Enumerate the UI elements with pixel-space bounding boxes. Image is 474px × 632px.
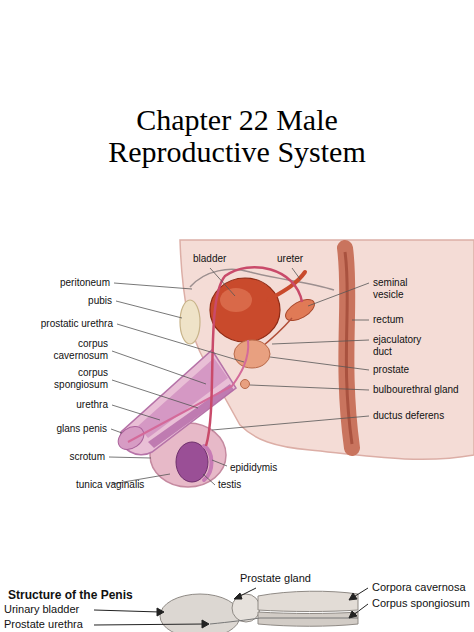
figure-label: Prostate gland: [240, 572, 311, 585]
bladder-sketch: [160, 594, 240, 632]
leader-line: [114, 283, 192, 289]
leader-line: [117, 324, 244, 362]
pointer-arrows: [94, 588, 368, 628]
figure-label: Urinary bladder: [4, 603, 79, 616]
arrow-head: [234, 593, 242, 599]
part-label: ureter: [277, 253, 303, 265]
corpus-spongiosum-sketch: [258, 612, 358, 626]
part-label: testis: [218, 479, 241, 491]
part-label: ejaculatory duct: [373, 334, 431, 357]
figure-label: Corpora cavernosa: [372, 581, 466, 594]
figure-label: Structure of the Penis: [8, 589, 133, 603]
leader-line: [212, 460, 227, 466]
seminal-vesicle-shape: [282, 295, 318, 325]
part-label: epididymis: [230, 462, 277, 474]
ductus-deferens-line: [206, 267, 302, 446]
rectum-lumen: [345, 252, 352, 444]
bladder-highlight: [220, 288, 252, 312]
leader-line: [210, 268, 235, 296]
pointer-line: [94, 610, 160, 612]
part-label: ductus deferens: [373, 410, 444, 422]
part-label: pubis: [88, 295, 112, 307]
leader-line: [112, 405, 160, 420]
prostate-shape: [234, 340, 270, 368]
part-label: tunica vaginalis: [76, 479, 144, 491]
leader-line: [111, 429, 122, 433]
part-label: prostatic urethra: [41, 318, 113, 330]
arrow-head: [349, 611, 357, 618]
bulbourethral-gland-shape: [241, 380, 250, 389]
testis-shape: [176, 442, 208, 482]
leader-line: [352, 320, 369, 321]
arrow-head: [349, 593, 357, 600]
part-label: corpus cavernosum: [48, 338, 108, 361]
part-label: scrotum: [69, 451, 105, 463]
leader-line: [116, 301, 182, 318]
part-label: seminal vesicle: [373, 277, 427, 300]
part-label: glans penis: [56, 423, 107, 435]
leader-line: [308, 283, 369, 306]
part-label: bulbourethral gland: [373, 384, 459, 396]
leader-line: [270, 357, 369, 370]
part-label: peritoneum: [60, 277, 110, 289]
penis-structure-illustration: [160, 591, 358, 632]
slide-title: Chapter 22 Male Reproductive System: [87, 104, 387, 168]
part-label: corpus spongiosum: [48, 367, 108, 390]
leader-line: [112, 351, 206, 384]
leader-line: [272, 340, 369, 344]
leader-line: [212, 416, 369, 430]
leader-line: [109, 457, 151, 458]
prostate-sketch: [232, 594, 260, 622]
leader-line: [292, 268, 300, 279]
figure-label: Prostate urethra: [4, 618, 83, 631]
leader-line: [250, 385, 369, 390]
epididymis-shape: [204, 446, 212, 480]
leader-line: [203, 474, 215, 485]
part-label: bladder: [193, 253, 226, 265]
leader-lines: [109, 268, 369, 485]
figure-label: Corpus spongiosum: [372, 597, 470, 610]
corpus-spongiosum-band: [148, 384, 234, 448]
glans-shape: [114, 422, 148, 454]
urethra-sketch: [210, 618, 358, 624]
leader-line: [112, 380, 198, 408]
pointer-line: [94, 624, 205, 625]
part-label: rectum: [373, 314, 404, 326]
body-outline: [180, 240, 474, 459]
part-label: prostate: [373, 364, 409, 376]
pubis-bone: [180, 300, 200, 344]
corpora-cavernosa-sketch: [258, 591, 358, 611]
arrow-head: [157, 608, 164, 616]
part-label: urethra: [76, 399, 108, 411]
arrow-head: [202, 620, 209, 628]
sagittal-section: [114, 240, 474, 487]
